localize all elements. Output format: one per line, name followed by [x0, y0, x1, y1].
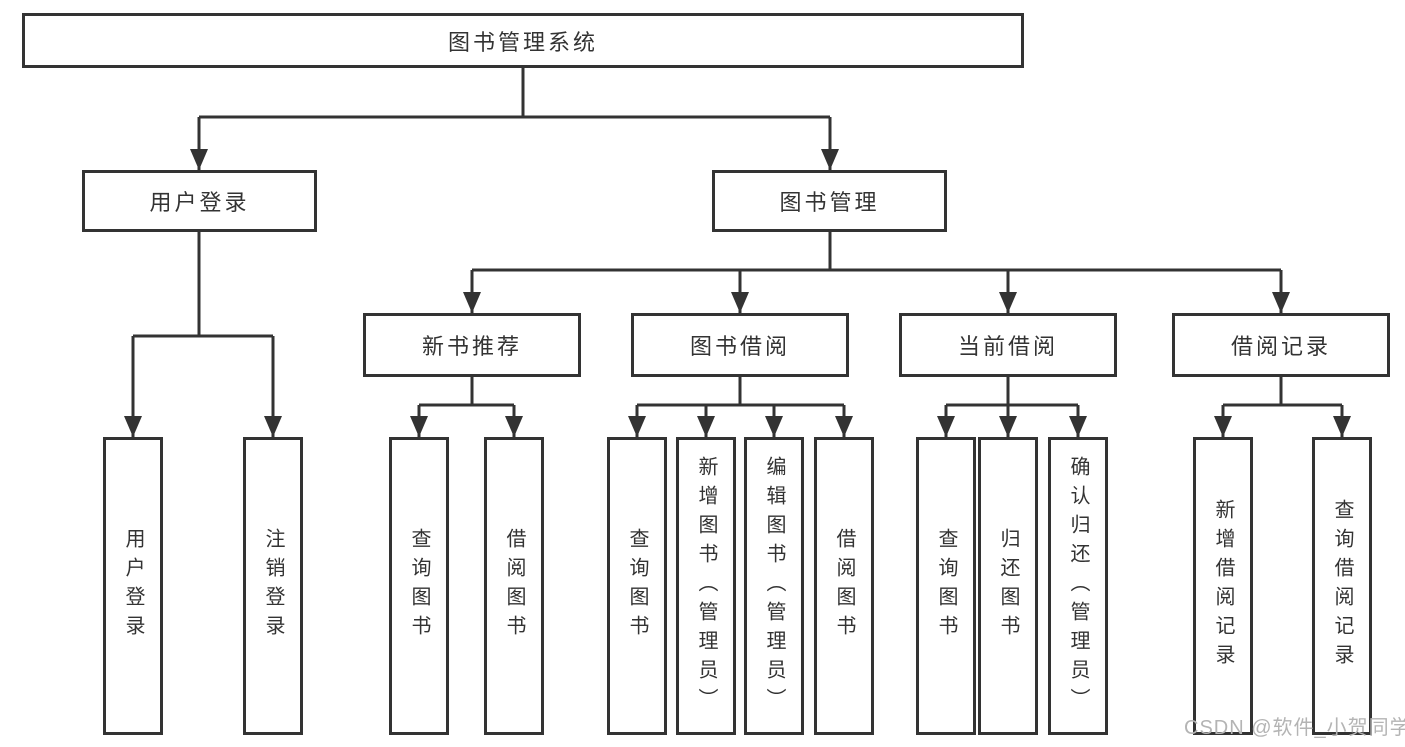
leaf-borrow-borrow-books: 借阅图书 [814, 437, 874, 735]
node-label: 用户登录 [122, 528, 144, 644]
node-label: 图书管理系统 [447, 29, 598, 55]
node-label: 归还图书 [997, 528, 1019, 644]
leaf-current-confirm-return-admin: 确认归还（管理员） [1048, 437, 1108, 735]
leaf-user-login: 用户登录 [103, 437, 163, 735]
node-label: 注销登录 [262, 528, 284, 644]
node-label: 新增图书（管理员） [695, 455, 717, 717]
node-label: 图书借阅 [689, 334, 790, 359]
leaf-borrow-query-books: 查询图书 [607, 437, 667, 735]
leaf-recommend-borrow-books: 借阅图书 [484, 437, 544, 735]
node-label: 借阅图书 [503, 528, 525, 644]
node-label: 查询图书 [408, 528, 430, 644]
leaf-current-return-books: 归还图书 [978, 437, 1038, 735]
node-label: 借阅图书 [833, 528, 855, 644]
node-label: 用户登录 [149, 190, 250, 215]
node-label: 查询借阅记录 [1331, 499, 1353, 673]
node-label: 图书管理 [779, 190, 880, 215]
leaf-recommend-query-books: 查询图书 [389, 437, 449, 735]
node-label: 查询图书 [935, 528, 957, 644]
leaf-logout: 注销登录 [243, 437, 303, 735]
node-label: 当前借阅 [957, 334, 1058, 359]
node-label: 新书推荐 [421, 334, 522, 359]
csdn-watermark: CSDN @软件_小贺同学 [1184, 717, 1405, 739]
node-book-management: 图书管理 [712, 170, 947, 232]
node-borrowing-records: 借阅记录 [1172, 313, 1390, 377]
node-label: 新增借阅记录 [1212, 499, 1234, 673]
node-label: 借阅记录 [1230, 334, 1331, 359]
leaf-records-add-record: 新增借阅记录 [1193, 437, 1253, 735]
node-current-borrowing: 当前借阅 [899, 313, 1117, 377]
node-new-book-recommendation: 新书推荐 [363, 313, 581, 377]
node-label: 编辑图书（管理员） [763, 455, 785, 717]
node-library-management-system: 图书管理系统 [22, 13, 1024, 68]
leaf-current-query-books: 查询图书 [916, 437, 976, 735]
node-book-borrowing: 图书借阅 [631, 313, 849, 377]
node-label: 确认归还（管理员） [1067, 455, 1089, 717]
leaf-borrow-add-books-admin: 新增图书（管理员） [676, 437, 736, 735]
node-user-login: 用户登录 [82, 170, 317, 232]
leaf-borrow-edit-books-admin: 编辑图书（管理员） [744, 437, 804, 735]
node-label: 查询图书 [626, 528, 648, 644]
leaf-records-query-record: 查询借阅记录 [1312, 437, 1372, 735]
